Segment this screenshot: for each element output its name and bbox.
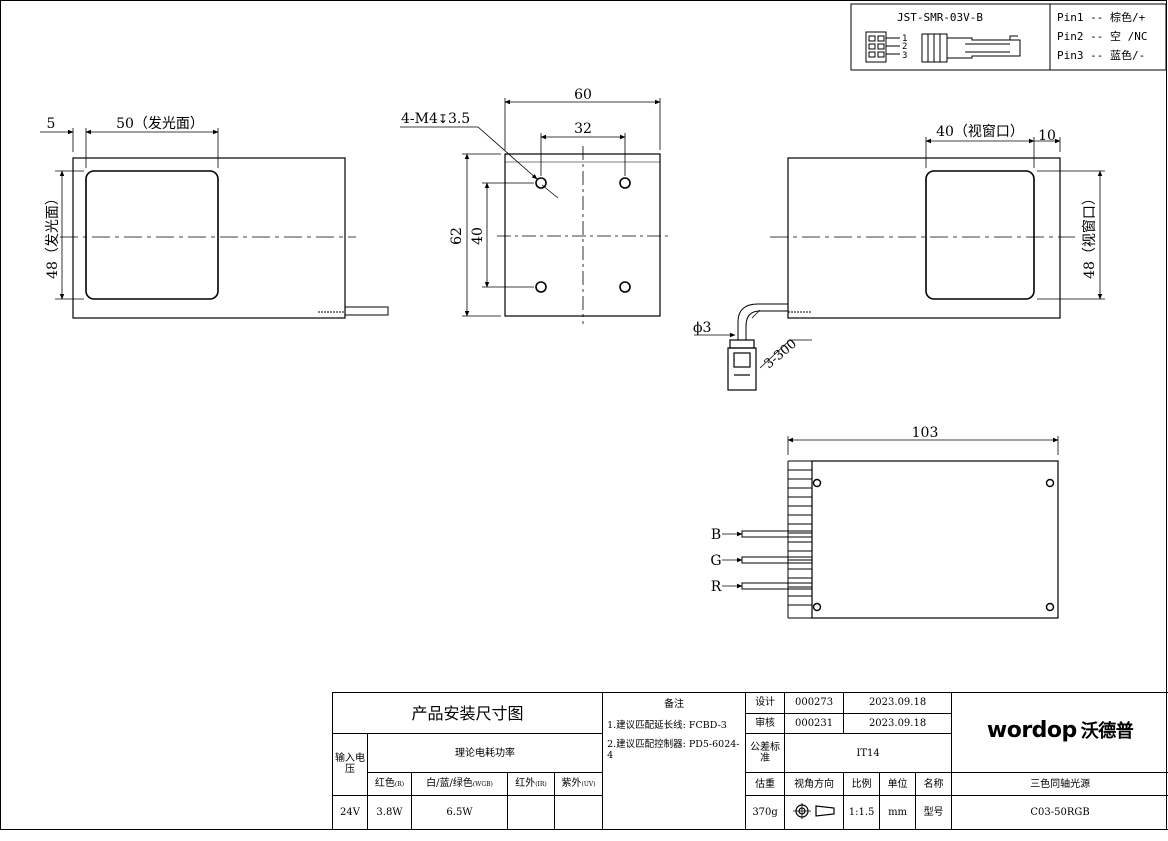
hole-spacing-width-dim: 32 xyxy=(574,121,592,137)
cable-diameter-dim: ϕ3 xyxy=(693,320,711,336)
pin-spec: Pin1 -- 棕色/+ xyxy=(1057,10,1146,24)
hole-spacing-height-dim: 40 xyxy=(470,227,486,245)
front-height-dim: 48（发光面） xyxy=(45,191,61,279)
design-date: 2023.09.18 xyxy=(843,692,953,714)
view-label: 视角方向 xyxy=(784,772,845,796)
side-view xyxy=(727,157,1075,391)
logo-chinese: 沃德普 xyxy=(1080,721,1134,743)
title-block: 产品安装尺寸图 备注 1.建议匹配延长线: FCBD-3 2.建议匹配控制器: … xyxy=(331,691,1168,831)
unit-value: mm xyxy=(879,794,917,831)
col-ir: 红外(IR) xyxy=(507,772,555,796)
window-height-dim: 48（视窗口） xyxy=(1081,191,1098,279)
front-width-dim: 50（发光面） xyxy=(116,116,204,132)
design-id: 000273 xyxy=(784,692,845,714)
review-id: 000231 xyxy=(784,712,845,735)
product-name: 三色同轴光源 xyxy=(951,772,1168,796)
back-width-dim: 60 xyxy=(574,87,592,103)
top-view-dimensions xyxy=(722,436,1059,589)
wire-label-r: R xyxy=(711,579,722,595)
connector-spec: JST-SMR-03V-B 1 2 3 Pin1 -- 棕色/+ Pin2 --… xyxy=(850,3,1167,71)
side-edge-dim: 10 xyxy=(1038,128,1056,144)
scale-label: 比例 xyxy=(843,772,881,796)
power-ir xyxy=(507,794,555,831)
tolerance-value: IT14 xyxy=(784,733,953,774)
front-view xyxy=(60,157,389,319)
side-view-dimensions xyxy=(694,137,1105,369)
remarks-title: 备注 xyxy=(664,699,685,710)
pin-number: 2 xyxy=(902,42,907,52)
review-date: 2023.09.18 xyxy=(843,712,953,735)
screw-hole xyxy=(812,478,822,488)
screw-hole xyxy=(812,602,822,612)
diameter-symbol-icon: ϕ xyxy=(693,320,703,336)
top-view xyxy=(741,460,1059,619)
pin-number: 1 xyxy=(902,34,907,44)
model-value: C03-50RGB xyxy=(951,794,1168,831)
voltage-header: 输入电压 xyxy=(332,733,368,796)
mount-hole xyxy=(619,177,631,189)
voltage-value: 24V xyxy=(332,794,368,831)
mount-hole xyxy=(535,177,547,189)
connector-model: JST-SMR-03V-B xyxy=(897,11,983,24)
connector-icon xyxy=(865,31,1021,63)
power-wgb: 6.5W xyxy=(411,794,508,831)
remark-item: 2.建议匹配控制器: PD5-6024-4 xyxy=(607,739,740,761)
depth-symbol-icon: ↧ xyxy=(438,112,448,126)
mount-hole xyxy=(535,281,547,293)
weight-value: 370g xyxy=(745,794,786,831)
review-label: 审核 xyxy=(745,712,786,735)
col-red: 红色(R) xyxy=(367,772,412,796)
front-edge-dim: 5 xyxy=(47,116,56,132)
window-width-dim: 40（视窗口） xyxy=(936,123,1024,140)
unit-label: 单位 xyxy=(879,772,917,796)
power-uv xyxy=(553,794,604,831)
weight-label: 估重 xyxy=(745,772,786,796)
mount-hole xyxy=(619,281,631,293)
screw-hole xyxy=(1045,602,1055,612)
back-view xyxy=(497,146,670,324)
pin-spec: Pin2 -- 空 /NC xyxy=(1057,29,1147,43)
model-label: 型号 xyxy=(915,794,953,831)
pin-spec: Pin3 -- 蓝色/- xyxy=(1057,48,1145,62)
thread-note: 4-M4↧3.5 xyxy=(401,111,470,127)
scale-value: 1:1.5 xyxy=(843,794,881,831)
col-wgb: 白/蓝/绿色(WGB) xyxy=(411,772,508,796)
drawing-title: 产品安装尺寸图 xyxy=(331,691,604,735)
projection-icon xyxy=(784,794,845,831)
logo-wordmark: wordop xyxy=(986,718,1077,744)
wire-label-g: G xyxy=(710,553,721,569)
power-red: 3.8W xyxy=(367,794,412,831)
design-label: 设计 xyxy=(745,692,786,714)
cable-length-dim: 3-300 xyxy=(762,337,800,373)
tolerance-label: 公差标准 xyxy=(745,733,786,774)
remarks: 备注 1.建议匹配延长线: FCBD-3 2.建议匹配控制器: PD5-6024… xyxy=(602,692,747,830)
wire-label-b: B xyxy=(711,527,721,543)
top-length-dim: 103 xyxy=(912,425,939,441)
pin-number: 3 xyxy=(902,51,907,61)
screw-hole xyxy=(1045,478,1055,488)
remark-item: 1.建议匹配延长线: FCBD-3 xyxy=(607,720,727,731)
back-view-dimensions xyxy=(400,98,661,317)
name-label: 名称 xyxy=(915,772,953,796)
power-header: 理论电耗功率 xyxy=(366,733,604,774)
col-uv: 紫外(UV) xyxy=(553,772,604,796)
front-view-dimensions xyxy=(40,128,219,300)
back-height-dim: 62 xyxy=(449,227,465,245)
